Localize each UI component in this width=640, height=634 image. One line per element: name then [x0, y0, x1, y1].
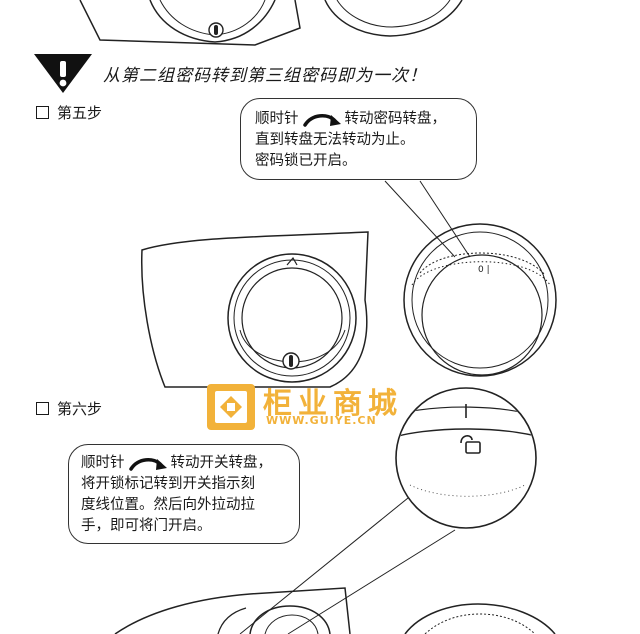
step5-title: 第五步: [57, 104, 103, 122]
step5-bubble-line3: 密码锁已开启。: [255, 153, 357, 169]
warning-text: 从第二组密码转到第三组密码即为一次！: [103, 66, 427, 86]
step5-bubble-clockwise: 顺时针: [255, 111, 299, 127]
unlock-icon: [460, 435, 481, 454]
logo-url: WWW.GUIYE.CN: [266, 414, 377, 427]
step6-heading: 第六步: [36, 398, 102, 419]
step5-lock-illustration: 0 |: [140, 180, 557, 388]
top-lock-illustration: [79, 0, 463, 46]
step5-speech-bubble: 顺时针 转动密码转盘， 直到转盘无法转动为止。 密码锁已开启。: [240, 98, 477, 180]
step6-speech-bubble: 顺时针 转动开关转盘， 将开锁标记转到开关指示刻 度线位置。然后向外拉动拉 手，…: [68, 444, 300, 544]
step5-heading: 第五步: [36, 102, 102, 123]
step5-bubble-line1: 转动密码转盘，: [344, 111, 447, 127]
step6-bubble-line1: 转动开关转盘，: [170, 455, 273, 471]
step6-bubble-line2: 将开锁标记转到开关指示刻: [81, 476, 255, 492]
step6-bubble-clockwise: 顺时针: [81, 455, 125, 471]
step6-lock-illustration: [114, 387, 556, 634]
step6-title: 第六步: [57, 400, 103, 418]
exclamation-triangle-icon: [34, 54, 92, 93]
checkbox-icon: [36, 106, 49, 119]
clockwise-arrow-icon: [302, 113, 341, 127]
step6-bubble-line3: 度线位置。然后向外拉动拉: [81, 497, 255, 513]
logo-name: 柜业商城: [263, 386, 404, 420]
logo-emblem-icon: [207, 384, 255, 430]
clockwise-arrow-icon: [128, 457, 167, 471]
step5-bubble-line2: 直到转盘无法转动为止。: [255, 132, 415, 148]
checkbox-icon: [36, 402, 49, 415]
svg-text:0 |: 0 |: [478, 265, 490, 275]
step6-bubble-line4: 手，即可将门开启。: [81, 518, 212, 534]
